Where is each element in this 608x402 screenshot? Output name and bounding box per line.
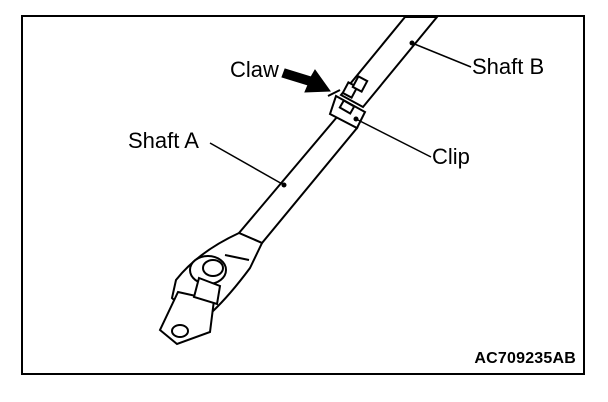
claw: [327, 75, 369, 99]
leader-dots: [281, 40, 415, 188]
shaft-b-label: Shaft B: [472, 54, 545, 79]
shaft-a-label: Shaft A: [128, 128, 199, 153]
figure-id: AC709235AB: [474, 350, 576, 367]
clip-label: Clip: [432, 144, 470, 169]
claw-label: Claw: [230, 57, 279, 82]
shaft-b: [339, 16, 440, 109]
leader-lines: [209, 42, 472, 186]
claw-arrow: [281, 68, 331, 93]
universal-joint: [158, 231, 264, 346]
shaft-a: [237, 115, 359, 245]
